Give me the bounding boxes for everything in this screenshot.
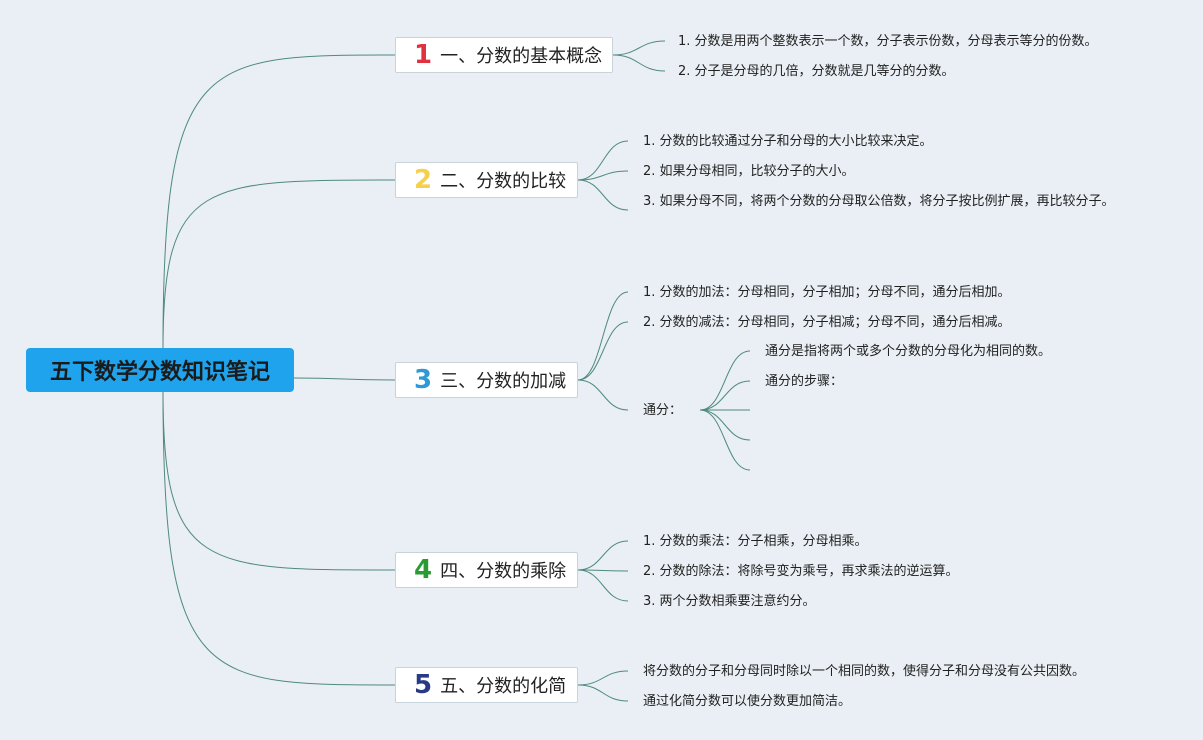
leaf-link (577, 670, 629, 686)
sub-leaf-link (699, 409, 751, 441)
leaf-item-tongfen[interactable]: 通分： (643, 403, 683, 418)
leaf-item[interactable]: 3. 如果分母不同，将两个分数的分母取公倍数，将分子按比例扩展，再比较分子。 (643, 194, 1115, 209)
number-5-icon: 5 (414, 670, 433, 700)
root-link-2 (162, 179, 396, 349)
sub-leaf-link (699, 409, 751, 471)
leaf-link (577, 291, 629, 381)
leaf-link (577, 684, 629, 702)
leaf-item[interactable]: 2. 分数的减法：分母相同，分子相减；分母不同，通分后相减。 (643, 315, 1011, 330)
branch-title: 四、分数的乘除 (440, 561, 567, 582)
leaf-item[interactable]: 将分数的分子和分母同时除以一个相同的数，使得分子和分母没有公共因数。 (643, 664, 1086, 679)
root-link-3 (293, 377, 396, 381)
leaf-link (577, 170, 629, 181)
root-topic[interactable]: 五下数学分数知识笔记 (26, 348, 294, 392)
branch-topic-3[interactable]: 3 三、分数的加减 (395, 362, 578, 398)
leaf-item[interactable]: 3. 两个分数相乘要注意约分。 (643, 594, 816, 609)
leaf-link (577, 140, 629, 181)
number-2-icon: 2 (414, 165, 433, 195)
branch-topic-5[interactable]: 5 五、分数的化简 (395, 667, 578, 703)
branch-title: 五、分数的化简 (440, 676, 567, 697)
leaf-item[interactable]: 通过化简分数可以使分数更加简洁。 (643, 694, 852, 709)
leaf-link (577, 540, 629, 571)
sub-leaf-link (699, 380, 751, 411)
leaf-link (612, 40, 666, 56)
leaf-item[interactable]: 2. 如果分母相同，比较分子的大小。 (643, 164, 855, 179)
leaf-link (577, 179, 629, 211)
leaf-link (577, 569, 629, 572)
sub-leaf-item[interactable]: 通分的步骤： (765, 374, 844, 389)
sub-leaf-item[interactable]: 通分是指将两个或多个分数的分母化为相同的数。 (765, 344, 1052, 359)
leaf-link (577, 379, 629, 411)
number-4-icon: 4 (414, 555, 433, 585)
branch-topic-4[interactable]: 4 四、分数的乘除 (395, 552, 578, 588)
leaf-item[interactable]: 1. 分数的乘法：分子相乘，分母相乘。 (643, 534, 868, 549)
number-1-icon: 1 (414, 40, 433, 70)
leaf-link (612, 54, 666, 72)
leaf-item[interactable]: 1. 分数的比较通过分子和分母的大小比较来决定。 (643, 134, 933, 149)
branch-topic-1[interactable]: 1 一、分数的基本概念 (395, 37, 613, 73)
branch-topic-2[interactable]: 2 二、分数的比较 (395, 162, 578, 198)
leaf-link (577, 321, 629, 381)
branch-title: 三、分数的加减 (440, 371, 567, 392)
leaf-item[interactable]: 2. 分数的除法：将除号变为乘号，再求乘法的逆运算。 (643, 564, 959, 579)
root-title: 五下数学分数知识笔记 (49, 360, 270, 385)
root-link-4 (162, 391, 396, 571)
root-link-1 (162, 54, 396, 349)
branch-title: 一、分数的基本概念 (440, 46, 603, 67)
leaf-item[interactable]: 2. 分子是分母的几倍，分数就是几等分的分数。 (678, 64, 955, 79)
sub-leaf-link (699, 350, 751, 411)
root-link-5 (162, 391, 396, 686)
leaf-link (577, 569, 629, 602)
leaf-item[interactable]: 1. 分数的加法：分母相同，分子相加；分母不同，通分后相加。 (643, 285, 1011, 300)
number-3-icon: 3 (414, 365, 433, 395)
leaf-item[interactable]: 1. 分数是用两个整数表示一个数，分子表示份数，分母表示等分的份数。 (678, 34, 1098, 49)
branch-title: 二、分数的比较 (440, 171, 567, 192)
